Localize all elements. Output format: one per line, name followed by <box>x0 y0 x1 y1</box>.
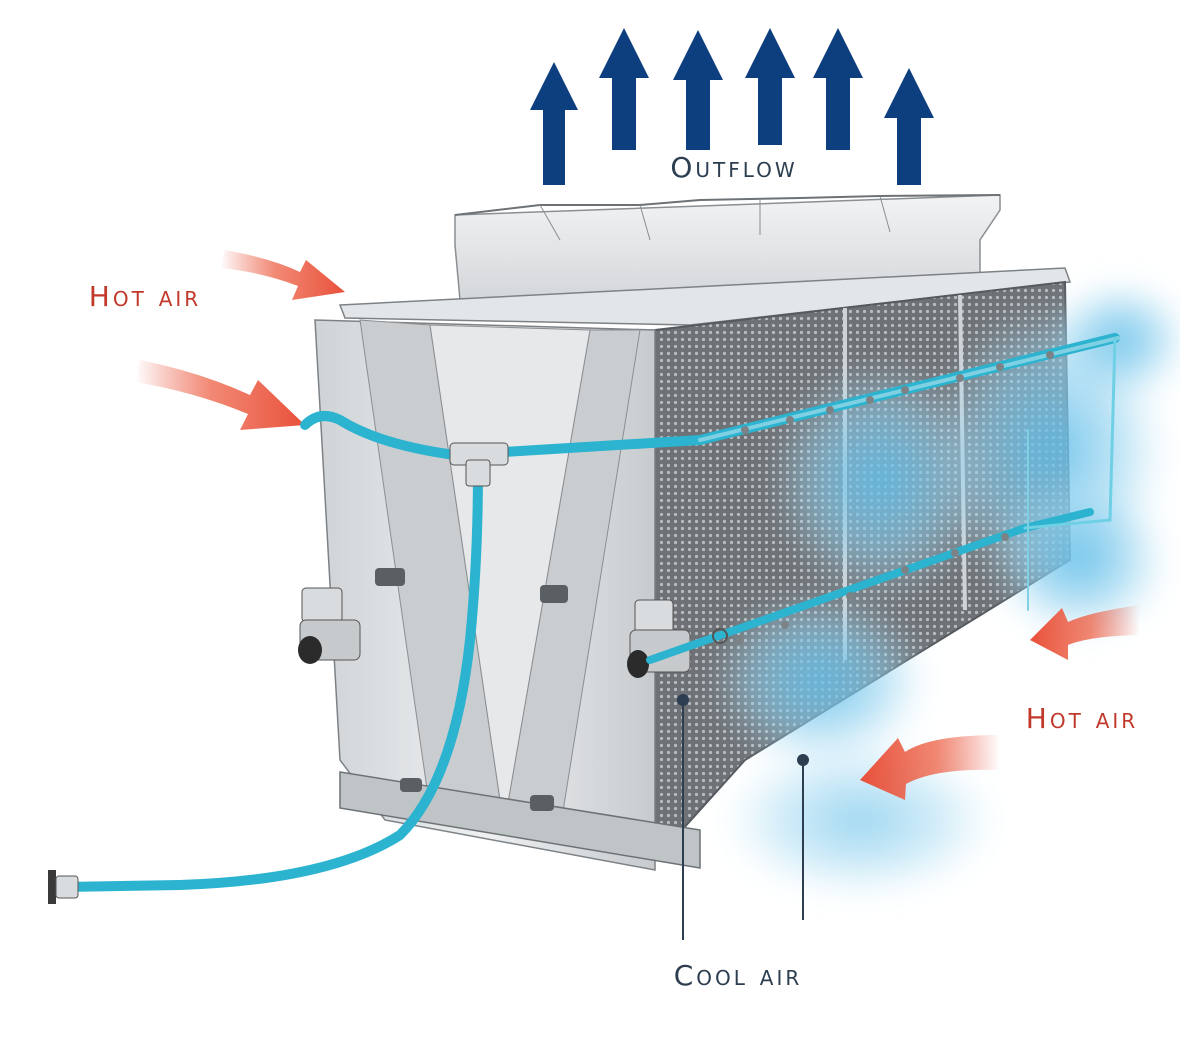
outflow-arrow <box>673 30 723 150</box>
outflow-label: Outflow <box>670 151 797 184</box>
pipe-fittings <box>375 568 568 811</box>
solenoid-valve-left <box>298 587 361 664</box>
water-mist <box>710 280 1180 900</box>
cool-air-pointers <box>677 694 809 940</box>
pipe-tee <box>449 442 509 487</box>
outflow-arrow <box>530 62 578 185</box>
cool-air-label: Cool air <box>674 959 803 992</box>
outflow-arrow <box>813 28 863 150</box>
outflow-arrow <box>884 68 934 185</box>
hot-air-arrows-left <box>135 250 345 430</box>
hot-air-arrow <box>1030 605 1140 660</box>
solenoid-valve-right <box>627 599 691 678</box>
outflow-arrow <box>745 28 795 145</box>
hot-air-arrow <box>220 250 345 300</box>
hot-air-label-right: Hot air <box>1026 702 1138 735</box>
spray-nozzles <box>712 351 1054 644</box>
hot-air-arrow <box>135 360 305 430</box>
outflow-arrows <box>530 28 934 185</box>
inlet-connector <box>48 870 79 904</box>
hot-air-arrows-right <box>860 605 1140 800</box>
hot-air-arrow <box>860 735 1000 800</box>
outflow-arrow <box>599 28 649 150</box>
water-pipes <box>60 333 1120 892</box>
hot-air-label-left: Hot air <box>89 280 201 313</box>
supply-pipe-upper <box>300 333 1120 461</box>
feed-pipe <box>60 465 483 892</box>
